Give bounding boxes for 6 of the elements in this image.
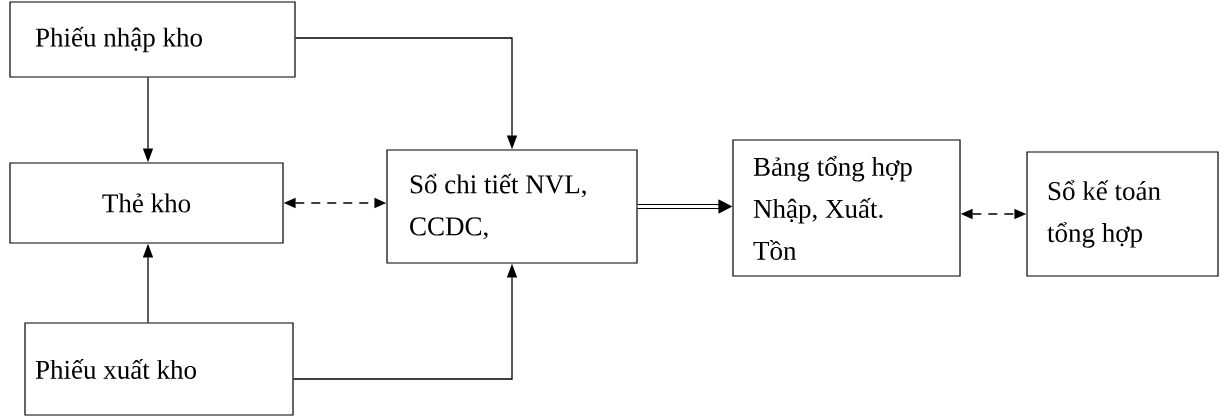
process-box: Thẻ kho xyxy=(9,162,284,244)
process-box: Phiếu xuất kho xyxy=(24,322,294,416)
process-box: Sổ chi tiết NVL, CCDC, xyxy=(386,149,638,264)
process-box: Sổ kế toán tổng hợp xyxy=(1026,151,1219,277)
process-box: Bảng tổng hợp Nhập, Xuất. Tồn xyxy=(732,139,961,277)
process-box: Phiếu nhập kho xyxy=(9,1,296,78)
